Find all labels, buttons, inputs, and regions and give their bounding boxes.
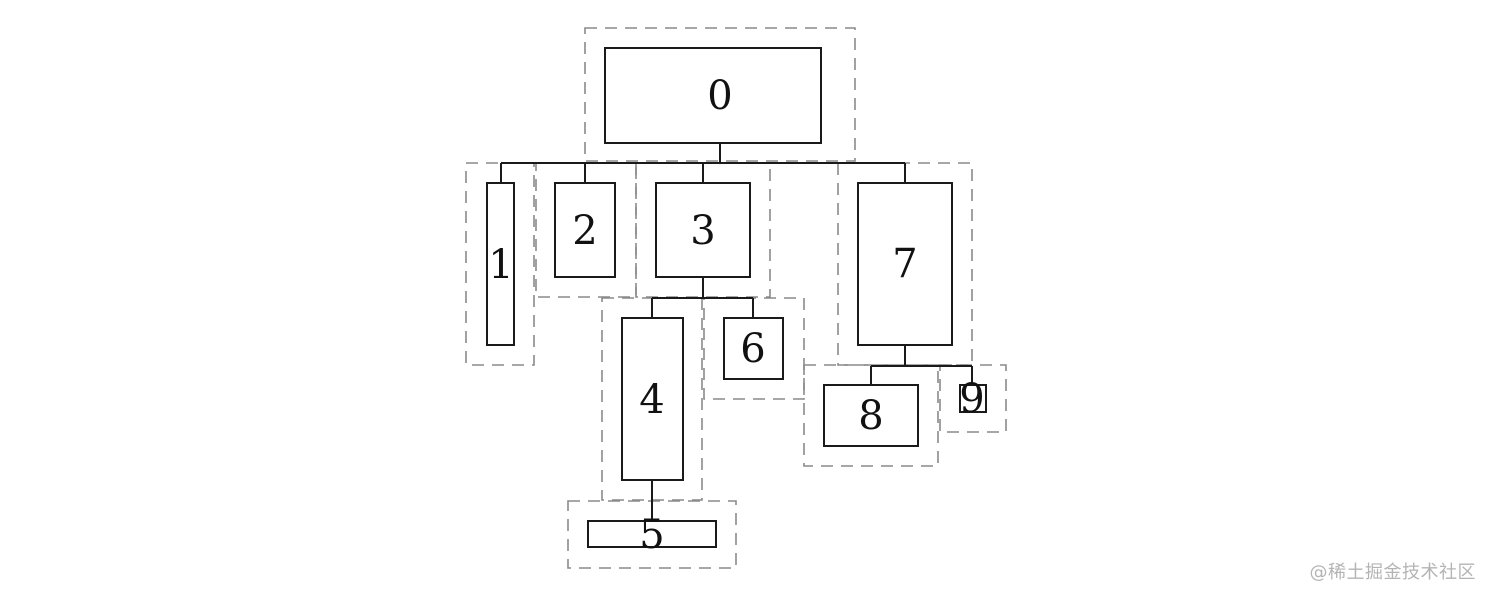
node-box-6 (723, 317, 784, 380)
node-label-4: 4 (639, 377, 664, 423)
watermark-text: @稀土掘金技术社区 (1309, 562, 1476, 583)
node-box-3 (655, 182, 751, 278)
node-label-3: 3 (690, 208, 715, 254)
node-label-1: 1 (488, 242, 513, 288)
node-box-9 (959, 384, 987, 413)
node-box-1 (486, 182, 515, 346)
node-label-9: 9 (959, 376, 984, 422)
area-node-1 (465, 162, 535, 366)
nodes (486, 47, 987, 548)
node-label-0: 0 (707, 73, 732, 119)
node-box-7 (857, 182, 953, 346)
edge-3-children (651, 277, 754, 318)
dashed-areas (465, 27, 1007, 569)
edges (500, 143, 973, 521)
node-label-6: 6 (740, 326, 765, 372)
node-box-8 (823, 384, 919, 447)
area-node-9 (939, 364, 1007, 433)
node-label-8: 8 (858, 393, 883, 439)
edge-0-children (500, 143, 906, 183)
node-label-5: 5 (639, 512, 664, 558)
node-box-2 (554, 182, 616, 278)
edge-7-children (870, 345, 973, 385)
node-box-5 (587, 520, 717, 548)
node-box-4 (621, 317, 684, 481)
node-label-7: 7 (892, 241, 917, 287)
node-box-0 (604, 47, 822, 144)
node-labels: 0 1 2 3 4 5 6 7 8 9 (488, 73, 984, 558)
node-label-2: 2 (572, 208, 597, 254)
